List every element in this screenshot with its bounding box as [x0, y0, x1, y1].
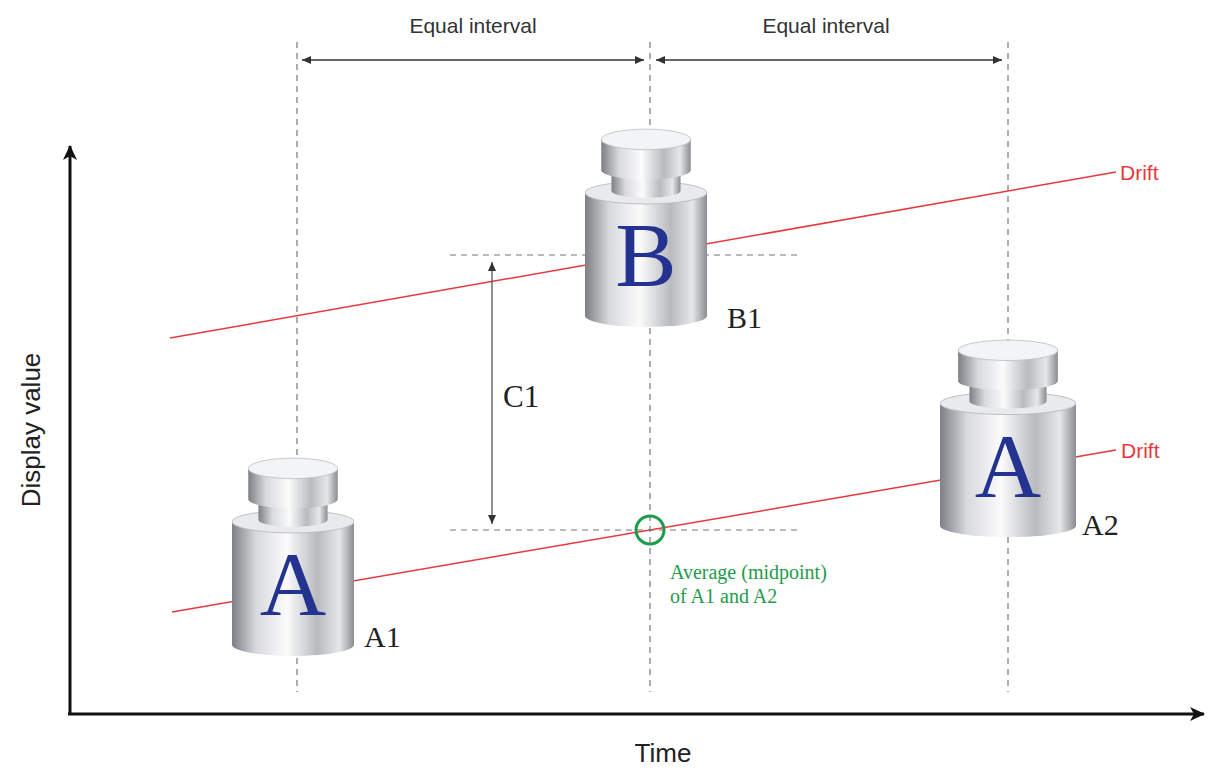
- midpoint-note: Average (midpoint) of A1 and A2: [670, 560, 848, 608]
- weight-label: B1: [727, 303, 762, 333]
- interval-label: Equal interval: [409, 13, 536, 38]
- weight: AA1: [232, 452, 354, 657]
- weight: AA2: [940, 334, 1076, 538]
- guide-lines: [297, 42, 1008, 692]
- drift-label: Drift: [1120, 160, 1159, 185]
- difference-arrow: [491, 262, 492, 524]
- axis-title: Time: [635, 738, 692, 769]
- weight-label: A2: [1082, 510, 1119, 540]
- weight-letter: A: [232, 538, 354, 630]
- weight-label: A1: [364, 622, 401, 652]
- weight: BB1: [585, 123, 707, 328]
- drift-label: Drift: [1121, 438, 1160, 463]
- interval-arrows: [302, 59, 1002, 60]
- midpoint-circle: [636, 516, 664, 544]
- weight-letter: A: [940, 420, 1076, 512]
- axis-title: Display value: [16, 353, 47, 508]
- weight-letter: B: [585, 209, 707, 301]
- interval-label: Equal interval: [762, 13, 889, 38]
- difference-label: C1: [503, 378, 539, 415]
- axes: [68, 146, 1204, 714]
